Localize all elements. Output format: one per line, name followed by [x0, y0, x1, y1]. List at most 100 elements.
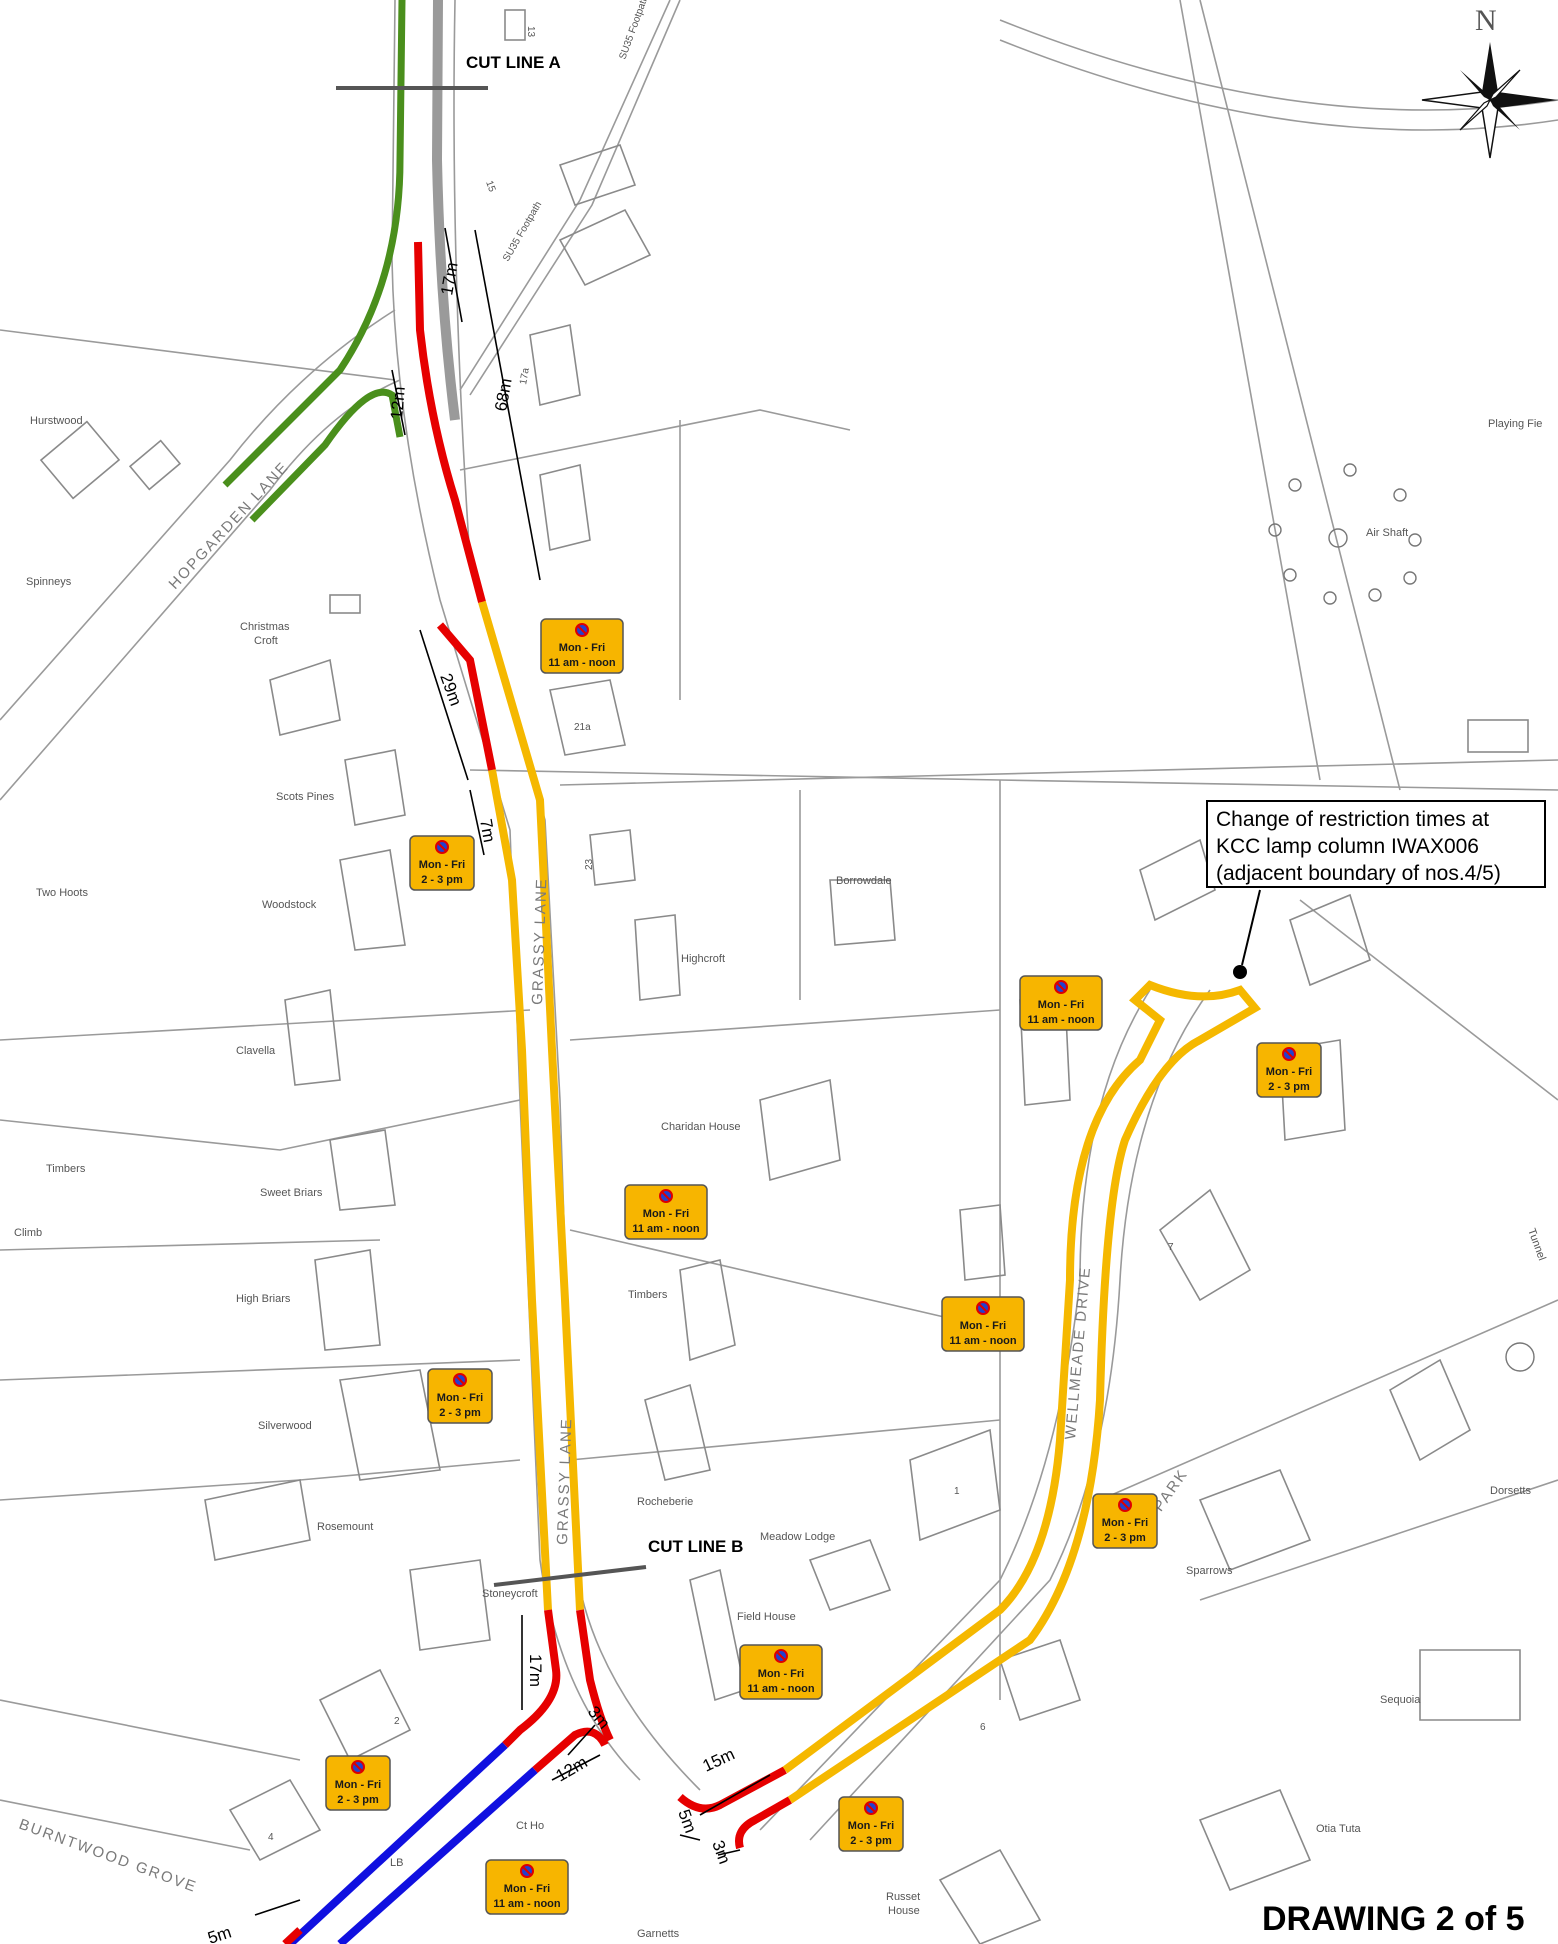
- sign-3-day: Mon - Fri: [1038, 999, 1084, 1011]
- place-clavella: Clavella: [236, 1045, 276, 1057]
- sign-11-day: Mon - Fri: [848, 1820, 894, 1832]
- sign-11: Mon - Fri 2 - 3 pm: [838, 1796, 904, 1852]
- place-otia-tuta: Otia Tuta: [1316, 1823, 1362, 1835]
- red-restriction-wellmeade-north: [677, 1766, 787, 1813]
- sign-4-time: 2 - 3 pm: [1268, 1081, 1310, 1093]
- place-timbers-west: Timbers: [46, 1163, 86, 1175]
- sign-9-day: Mon - Fri: [758, 1668, 804, 1680]
- sign-3: Mon - Fri 11 am - noon: [1019, 975, 1103, 1031]
- red-restriction-burntwood: [282, 1927, 303, 1944]
- sign-3-time: 11 am - noon: [1027, 1014, 1095, 1026]
- sign-2: Mon - Fri 2 - 3 pm: [409, 835, 475, 891]
- sign-10: Mon - Fri 2 - 3 pm: [325, 1755, 391, 1811]
- base-map: [0, 0, 1558, 1851]
- sign-4: Mon - Fri 2 - 3 pm: [1256, 1042, 1322, 1098]
- place-rosemount: Rosemount: [317, 1521, 373, 1533]
- sign-7-time: 2 - 3 pm: [439, 1407, 481, 1419]
- cut-line-a-label: CUT LINE A: [466, 53, 561, 72]
- sign-6: Mon - Fri 11 am - noon: [941, 1296, 1025, 1352]
- lamp-column-callout: Change of restriction times at KCC lamp …: [1206, 800, 1546, 888]
- sign-7: Mon - Fri 2 - 3 pm: [427, 1368, 493, 1424]
- sign-1-time: 11 am - noon: [548, 657, 616, 669]
- buildings: [39, 9, 1529, 1944]
- house-number-2: 2: [394, 1716, 400, 1727]
- place-sweet-briars: Sweet Briars: [260, 1187, 323, 1199]
- grey-restriction: [431, 0, 460, 421]
- sign-5-day: Mon - Fri: [643, 1208, 689, 1220]
- place-spinneys: Spinneys: [26, 576, 72, 588]
- place-garnetts: Garnetts: [637, 1928, 680, 1940]
- place-stoneycroft: Stoneycroft: [482, 1588, 538, 1600]
- yellow-restriction-grassy-west: [488, 769, 552, 1611]
- dimension-5m-edge: 5m: [205, 1922, 233, 1944]
- place-two-hoots: Two Hoots: [36, 887, 88, 899]
- dimension-17m-bottom: 17m: [526, 1654, 545, 1687]
- trees: [1268, 463, 1535, 1372]
- sign-10-time: 2 - 3 pm: [337, 1794, 379, 1806]
- place-scots-pines: Scots Pines: [276, 791, 335, 803]
- sign-9-time: 11 am - noon: [747, 1683, 815, 1695]
- place-tunnel: Tunnel: [1525, 1227, 1548, 1262]
- red-restriction-junction-curve: [532, 1727, 609, 1774]
- sign-5-time: 11 am - noon: [632, 1223, 700, 1235]
- callout-line-1: Change of restriction times at: [1216, 808, 1490, 831]
- place-silverwood: Silverwood: [258, 1420, 312, 1432]
- place-meadow-lodge: Meadow Lodge: [760, 1531, 835, 1543]
- blue-restriction-north: [287, 1742, 508, 1944]
- place-timbers-east: Timbers: [628, 1289, 668, 1301]
- red-restriction-grassy-south-west: [502, 1609, 561, 1748]
- dimension-68m: 68m: [491, 377, 515, 413]
- road-label-grassy-south: GRASSY LANE: [554, 1417, 575, 1545]
- place-field-house: Field House: [737, 1611, 796, 1623]
- sign-11-time: 2 - 3 pm: [850, 1835, 892, 1847]
- dimension-15m: 15m: [700, 1744, 738, 1775]
- red-restriction-grassy-south-east: [576, 1609, 614, 1742]
- dimension-3m-b: 3m: [708, 1838, 734, 1867]
- sign-12-time: 11 am - noon: [493, 1898, 561, 1910]
- callout-line-3: (adjacent boundary of nos.4/5): [1216, 862, 1501, 885]
- sign-4-day: Mon - Fri: [1266, 1066, 1312, 1078]
- place-croft: Croft: [254, 635, 278, 647]
- north-label: N: [1475, 4, 1497, 37]
- cut-line-b-label: CUT LINE B: [648, 1537, 743, 1556]
- sign-9: Mon - Fri 11 am - noon: [739, 1644, 823, 1700]
- sign-12: Mon - Fri 11 am - noon: [485, 1859, 569, 1915]
- place-air-shaft: Air Shaft: [1366, 527, 1408, 539]
- drawing-title: DRAWING 2 of 5: [1262, 1900, 1525, 1938]
- house-number-4: 4: [268, 1832, 274, 1843]
- sign-1-day: Mon - Fri: [559, 642, 605, 654]
- green-restriction-west: [222, 0, 406, 488]
- callout-line-2: KCC lamp column IWAX006: [1216, 835, 1479, 858]
- cut-line-b-marker: [493, 1565, 647, 1587]
- green-restriction-east: [249, 388, 404, 523]
- dimension-12m-bottom: 12m: [553, 1752, 591, 1785]
- footpath-label-south: SU35 Footpath: [501, 200, 544, 264]
- house-number-6: 6: [980, 1722, 986, 1733]
- place-sequoia: Sequoia: [1380, 1694, 1421, 1706]
- yellow-restriction-grassy-east: [478, 600, 584, 1611]
- sign-8-time: 2 - 3 pm: [1104, 1532, 1146, 1544]
- red-restriction-grassy-mid: [436, 622, 496, 771]
- callout-leader: [1241, 889, 1261, 966]
- place-borrowdale: Borrowdale: [836, 875, 892, 887]
- place-christmas: Christmas: [240, 621, 290, 633]
- sign-10-day: Mon - Fri: [335, 1779, 381, 1791]
- place-sparrows: Sparrows: [1186, 1565, 1233, 1577]
- house-number-7: 7: [1168, 1242, 1174, 1253]
- house-number-1: 1: [954, 1486, 960, 1497]
- place-high-briars: High Briars: [236, 1293, 291, 1305]
- sign-6-day: Mon - Fri: [960, 1320, 1006, 1332]
- sign-2-day: Mon - Fri: [419, 859, 465, 871]
- dimension-29m: 29m: [436, 671, 465, 709]
- red-restriction-grassy-north: [414, 241, 486, 604]
- place-russet: Russet: [886, 1891, 920, 1903]
- house-number-17a: 17a: [518, 367, 532, 386]
- road-label-grassy-north: GRASSY LANE: [529, 877, 550, 1005]
- yellow-restriction-wellmeade-west: [782, 980, 1262, 1804]
- sign-7-day: Mon - Fri: [437, 1392, 483, 1404]
- blue-restriction-south: [337, 1767, 538, 1944]
- lamp-column-marker: [1233, 965, 1247, 979]
- place-highcroft: Highcroft: [681, 953, 725, 965]
- sign-6-time: 11 am - noon: [949, 1335, 1017, 1347]
